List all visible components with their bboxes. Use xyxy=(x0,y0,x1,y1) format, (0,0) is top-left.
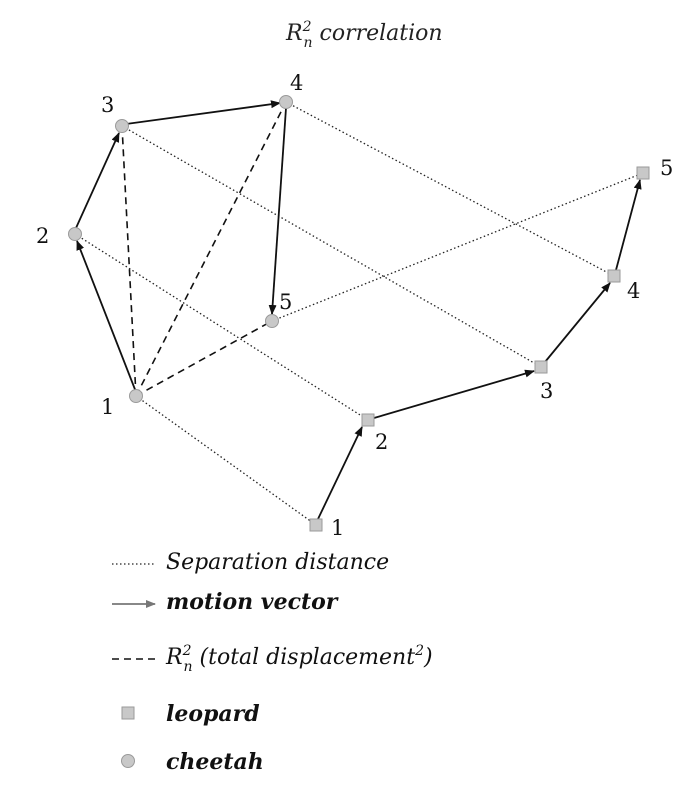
separation-line-5 xyxy=(271,172,644,322)
leopard-marker-1 xyxy=(309,518,323,532)
leopard-label-5: 5 xyxy=(660,156,673,180)
displacement-line-4 xyxy=(135,101,287,397)
cheetah-label-3: 3 xyxy=(101,93,114,117)
leopard-markers xyxy=(309,166,650,532)
displacement-lines xyxy=(121,101,287,397)
legend-leopard-swatch xyxy=(121,706,135,720)
legend-leopard-label: leopard xyxy=(166,701,260,727)
leopard-label-1: 1 xyxy=(331,516,344,540)
leopard-marker-4 xyxy=(607,269,621,283)
legend-separation-label: Separation distance xyxy=(166,550,389,575)
leopard-motion-vectors xyxy=(317,179,642,520)
cheetah-vector-4-5 xyxy=(268,107,287,315)
legend-cheetah-label: cheetah xyxy=(166,749,264,775)
leopard-marker-2 xyxy=(361,413,375,427)
leopard-vector-1-2 xyxy=(317,426,363,520)
cheetah-markers xyxy=(68,95,293,403)
displacement-line-5 xyxy=(135,320,273,397)
cheetah-labels: 1 2 3 4 5 xyxy=(36,71,303,419)
leopard-label-3: 3 xyxy=(540,379,553,403)
leopard-label-4: 4 xyxy=(627,279,640,303)
leopard-vector-2-3 xyxy=(373,369,535,419)
separation-line-2 xyxy=(74,233,369,421)
cheetah-label-2: 2 xyxy=(36,224,49,248)
displacement-line-3 xyxy=(121,125,137,397)
leopard-marker-5 xyxy=(636,166,650,180)
cheetah-vector-2-3 xyxy=(75,132,120,229)
leopard-vector-3-4 xyxy=(544,282,611,363)
leopard-vector-4-5 xyxy=(615,179,642,271)
separation-lines xyxy=(74,101,644,526)
cheetah-label-4: 4 xyxy=(290,71,303,95)
cheetah-marker-1 xyxy=(129,389,143,403)
leopard-label-2: 2 xyxy=(375,430,388,454)
separation-line-3 xyxy=(121,125,542,368)
cheetah-label-1: 1 xyxy=(101,395,114,419)
cheetah-marker-3 xyxy=(115,119,129,133)
separation-line-4 xyxy=(285,101,615,277)
cheetah-label-5: 5 xyxy=(279,290,292,314)
leopard-labels: 1 2 3 4 5 xyxy=(331,156,673,540)
legend-cheetah-swatch xyxy=(121,754,135,768)
separation-line-1 xyxy=(135,395,317,526)
cheetah-motion-vectors xyxy=(75,100,287,393)
cheetah-vector-1-2 xyxy=(76,240,137,393)
cheetah-marker-4 xyxy=(279,95,293,109)
cheetah-marker-5 xyxy=(265,314,279,328)
cheetah-vector-3-4 xyxy=(125,100,281,125)
leopard-marker-3 xyxy=(534,360,548,374)
legend-motion-label: motion vector xyxy=(166,589,339,615)
cheetah-marker-2 xyxy=(68,227,82,241)
